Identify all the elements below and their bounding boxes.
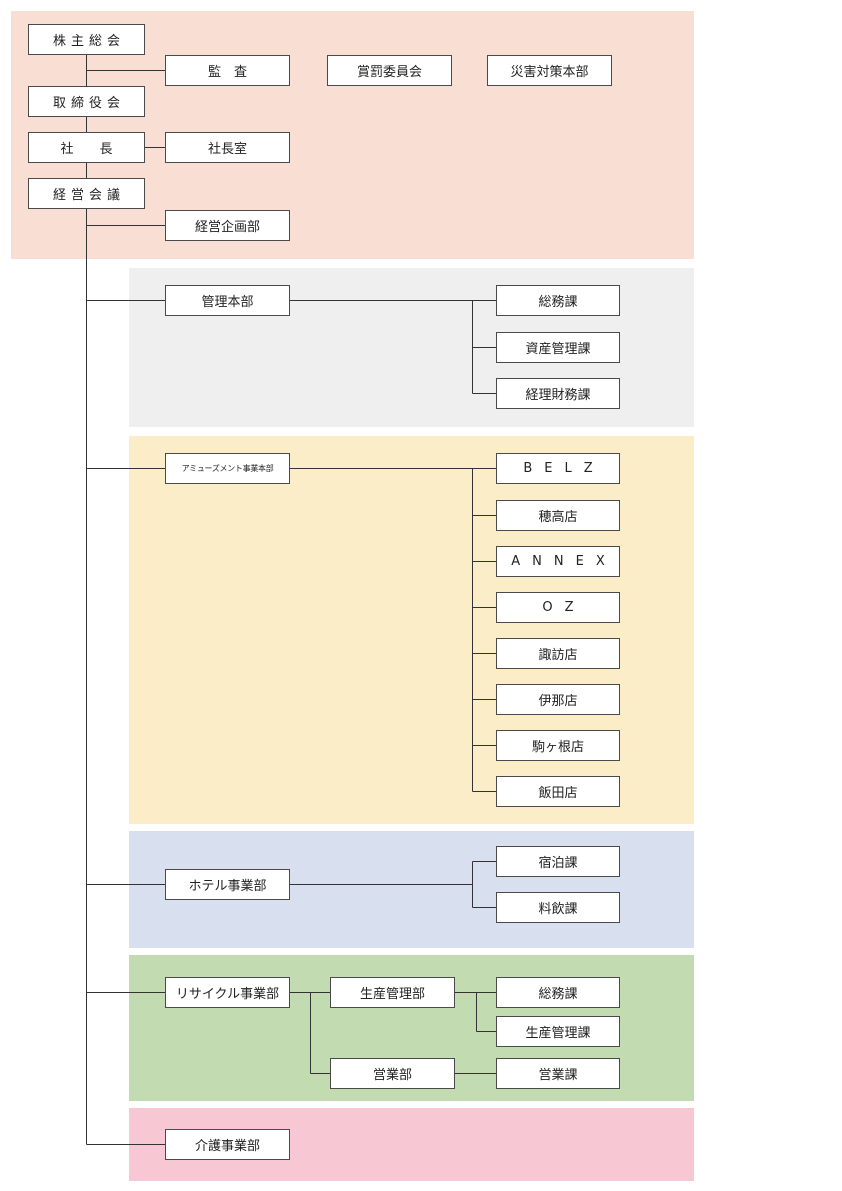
president-box: 社 長 xyxy=(28,132,145,163)
sales-section-box: 営業課 xyxy=(496,1058,620,1089)
hotel-division-box: ホテル事業部 xyxy=(165,869,290,900)
management-hq-box: 管理本部 xyxy=(165,285,290,316)
shareholders-meeting-box: 株主総会 xyxy=(28,24,145,55)
store-box: 諏訪店 xyxy=(496,638,620,669)
corporate-planning-box: 経営企画部 xyxy=(165,210,290,241)
reward-committee-box: 賞罰委員会 xyxy=(327,55,452,86)
store-box: OZ xyxy=(496,592,620,623)
audit-box: 監 査 xyxy=(165,55,290,86)
disaster-hq-box: 災害対策本部 xyxy=(487,55,612,86)
store-box: 穂高店 xyxy=(496,500,620,531)
store-box: BELZ xyxy=(496,453,620,484)
amusement-hq-box: アミューズメント事業本部 xyxy=(165,453,290,484)
president-office-box: 社長室 xyxy=(165,132,290,163)
asset-management-section-box: 資産管理課 xyxy=(496,332,620,363)
general-affairs-section-box: 総務課 xyxy=(496,285,620,316)
recycle-general-affairs-box: 総務課 xyxy=(496,977,620,1008)
food-beverage-section-box: 料飲課 xyxy=(496,892,620,923)
management-meeting-box: 経営会議 xyxy=(28,178,145,209)
store-box: ANNEX xyxy=(496,546,620,577)
lodging-section-box: 宿泊課 xyxy=(496,846,620,877)
board-box: 取締役会 xyxy=(28,86,145,117)
accounting-finance-section-box: 経理財務課 xyxy=(496,378,620,409)
production-control-section-box: 生産管理課 xyxy=(496,1016,620,1047)
store-box: 飯田店 xyxy=(496,776,620,807)
store-box: 駒ヶ根店 xyxy=(496,730,620,761)
recycle-division-box: リサイクル事業部 xyxy=(165,977,290,1008)
store-box: 伊那店 xyxy=(496,684,620,715)
sales-dept-box: 営業部 xyxy=(330,1058,455,1089)
production-dept-box: 生産管理部 xyxy=(330,977,455,1008)
care-division-box: 介護事業部 xyxy=(165,1129,290,1160)
